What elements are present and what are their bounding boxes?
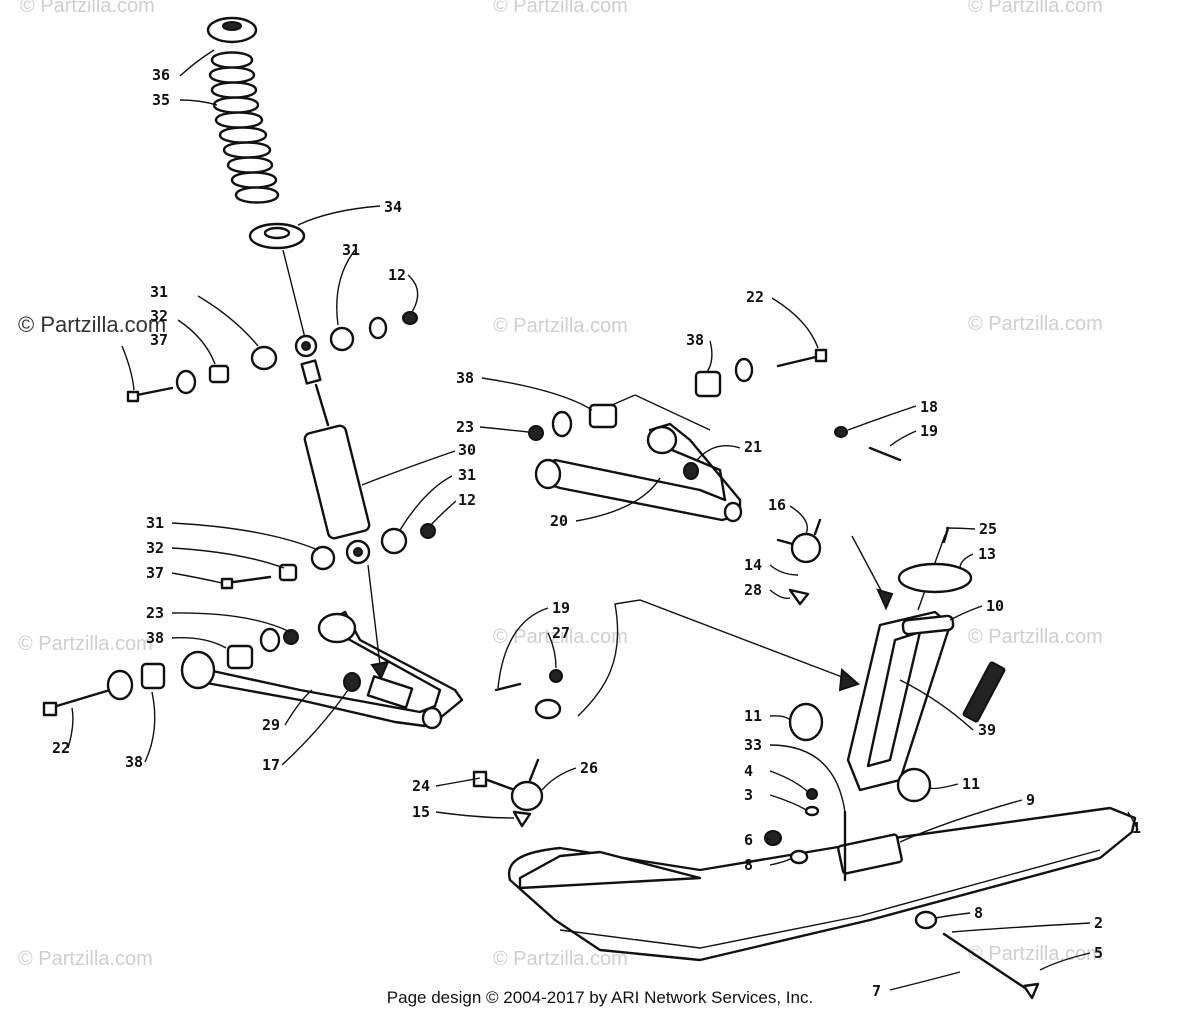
- callout-38: 38: [456, 369, 474, 387]
- spindle: [846, 534, 955, 792]
- callout-22: 22: [746, 288, 764, 306]
- callout-2: 2: [1094, 914, 1103, 932]
- callout-22: 22: [52, 739, 70, 757]
- decal: [962, 661, 1006, 723]
- watermark: © Partzilla.com: [20, 0, 155, 17]
- callout-15: 15: [412, 803, 430, 821]
- callout-38: 38: [125, 753, 143, 771]
- callout-25: 25: [979, 520, 997, 538]
- spring-cap: [206, 16, 258, 44]
- callout-17: 17: [262, 756, 280, 774]
- watermark: © Partzilla.com: [493, 0, 628, 17]
- callout-5: 5: [1094, 944, 1103, 962]
- watermark: © Partzilla.com: [493, 315, 628, 337]
- callout-31: 31: [146, 514, 164, 532]
- spindle-bushings: [788, 702, 932, 803]
- callout-16: 16: [768, 496, 786, 514]
- watermark: © Partzilla.com: [18, 633, 153, 655]
- spindle-cap: [897, 526, 973, 594]
- callout-23: 23: [146, 604, 164, 622]
- upper-shock-hardware: [126, 311, 418, 403]
- shock-absorber: [282, 249, 371, 565]
- callout-28: 28: [744, 581, 762, 599]
- callout-11: 11: [962, 775, 980, 793]
- callout-9: 9: [1026, 791, 1035, 809]
- callout-35: 35: [152, 91, 170, 109]
- spring-seat: [248, 222, 306, 250]
- callout-37: 37: [150, 331, 168, 349]
- ski: [507, 806, 1137, 962]
- callout-36: 36: [152, 66, 170, 84]
- callout-23: 23: [456, 418, 474, 436]
- callout-3: 3: [744, 786, 753, 804]
- coil-spring: [208, 51, 280, 204]
- callout-32: 32: [146, 539, 164, 557]
- upper-arm-hardware: [528, 348, 828, 441]
- watermark: © Partzilla.com: [18, 948, 153, 970]
- watermark: © Partzilla.com: [968, 313, 1103, 335]
- callout-11: 11: [744, 707, 762, 725]
- callout-12: 12: [388, 266, 406, 284]
- callout-8: 8: [974, 904, 983, 922]
- ski-hardware: [764, 788, 1040, 1000]
- lower-a-arm: [180, 564, 464, 730]
- lower-arm-hardware: [42, 627, 299, 717]
- callout-31: 31: [458, 466, 476, 484]
- upper-ball-joint: [776, 426, 902, 606]
- watermark: © Partzilla.com: [493, 948, 628, 970]
- callout-18: 18: [920, 398, 938, 416]
- watermark: © Partzilla.com: [968, 0, 1103, 17]
- leader-lines: [67, 49, 1139, 991]
- callout-37: 37: [146, 564, 164, 582]
- callout-labels: 36 35 34 31 12 31 32 37 22 38 38 23 21 1…: [52, 66, 1141, 1000]
- callout-1: 1: [1132, 819, 1141, 837]
- watermark: © Partzilla.com: [493, 626, 628, 648]
- callout-31: 31: [150, 283, 168, 301]
- callout-12: 12: [458, 491, 476, 509]
- callout-30: 30: [458, 441, 476, 459]
- callout-34: 34: [384, 198, 402, 216]
- upper-a-arm: [534, 422, 743, 523]
- callout-20: 20: [550, 512, 568, 530]
- callout-6: 6: [744, 831, 753, 849]
- callout-39: 39: [978, 721, 996, 739]
- callout-38: 38: [686, 331, 704, 349]
- page-footer: Page design © 2004-2017 by ARI Network S…: [386, 988, 814, 1007]
- callout-4: 4: [744, 762, 753, 780]
- watermarks: © Partzilla.com © Partzilla.com © Partzi…: [18, 0, 1103, 970]
- callout-8: 8: [744, 856, 753, 874]
- callout-24: 24: [412, 777, 430, 795]
- callout-38: 38: [146, 629, 164, 647]
- callout-33: 33: [744, 736, 762, 754]
- watermark: © Partzilla.com: [968, 626, 1103, 648]
- callout-29: 29: [262, 716, 280, 734]
- parts: [42, 16, 1137, 1000]
- lower-shock-hardware: [220, 523, 436, 590]
- callout-7: 7: [872, 982, 881, 1000]
- watermark: © Partzilla.com: [968, 943, 1103, 965]
- callout-26: 26: [580, 759, 598, 777]
- callout-31: 31: [342, 241, 360, 259]
- callout-32: 32: [150, 307, 168, 325]
- callout-19: 19: [552, 599, 570, 617]
- callout-13: 13: [978, 545, 996, 563]
- connecting-rod: [577, 599, 860, 717]
- callout-14: 14: [744, 556, 762, 574]
- callout-10: 10: [986, 597, 1004, 615]
- callout-21: 21: [744, 438, 762, 456]
- watermark: © Partzilla.com: [18, 312, 166, 337]
- callout-19: 19: [920, 422, 938, 440]
- lower-ball-joint: [472, 669, 563, 828]
- callout-27: 27: [552, 624, 570, 642]
